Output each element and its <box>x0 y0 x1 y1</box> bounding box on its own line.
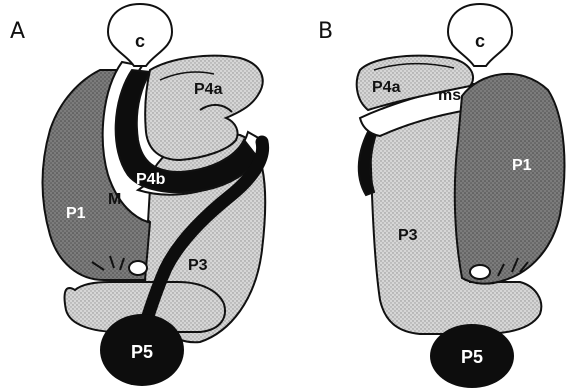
label-m: M <box>108 191 121 208</box>
label-c: c <box>475 31 485 51</box>
label-ms: ms <box>438 87 461 104</box>
label-p5: P5 <box>461 347 483 367</box>
junction-gap <box>470 265 490 279</box>
label-c: c <box>135 31 145 51</box>
label-p4b: P4b <box>136 171 166 188</box>
label-p1: P1 <box>512 157 532 174</box>
label-p1: P1 <box>66 205 86 222</box>
label-p4a: P4a <box>194 81 223 98</box>
panel-a-letter: A <box>10 19 25 44</box>
label-p4a: P4a <box>372 79 401 96</box>
panel-b-letter: B <box>318 19 333 44</box>
panel-a: A c P4a P4b M P1 P3 P5 <box>10 4 265 386</box>
p1-region <box>455 74 565 284</box>
junction-gap <box>129 261 147 275</box>
panel-b: B c P4a ms P1 P3 P5 <box>318 4 564 388</box>
label-p5: P5 <box>131 342 153 362</box>
label-p3: P3 <box>398 227 418 244</box>
label-p3: P3 <box>188 257 208 274</box>
